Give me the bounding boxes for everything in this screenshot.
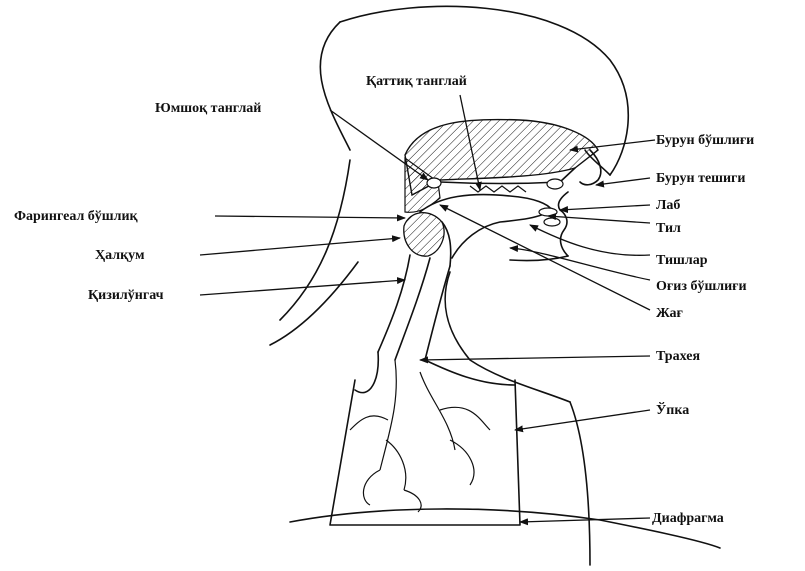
airway-tubes [378, 255, 450, 360]
label-lip: Лаб [656, 198, 680, 213]
label-esophagus: Қизилўнгач [88, 288, 164, 303]
label-diaphragm: Диафрагма [652, 511, 724, 526]
lung-shape [330, 352, 520, 525]
label-hard-palate: Қаттиқ танглай [366, 74, 467, 89]
label-tongue: Тил [656, 221, 681, 236]
label-jaw: Жағ [656, 306, 683, 321]
label-lung: Ўпка [656, 401, 689, 418]
label-larynx: Ҳалқум [95, 248, 145, 263]
larynx-shape [404, 213, 451, 266]
label-nostril: Бурун тешиги [656, 171, 745, 186]
label-trachea: Трахея [656, 349, 700, 364]
nasal-cavity-region [405, 119, 598, 212]
label-oral-cavity: Оғиз бўшлиғи [656, 279, 747, 294]
label-teeth: Тишлар [656, 253, 708, 268]
label-pharyngeal-cavity: Фарингеал бўшлиқ [14, 209, 139, 224]
label-nasal-cavity: Бурун бўшлиғи [656, 133, 754, 148]
label-soft-palate: Юмшоқ танглай [155, 101, 261, 116]
